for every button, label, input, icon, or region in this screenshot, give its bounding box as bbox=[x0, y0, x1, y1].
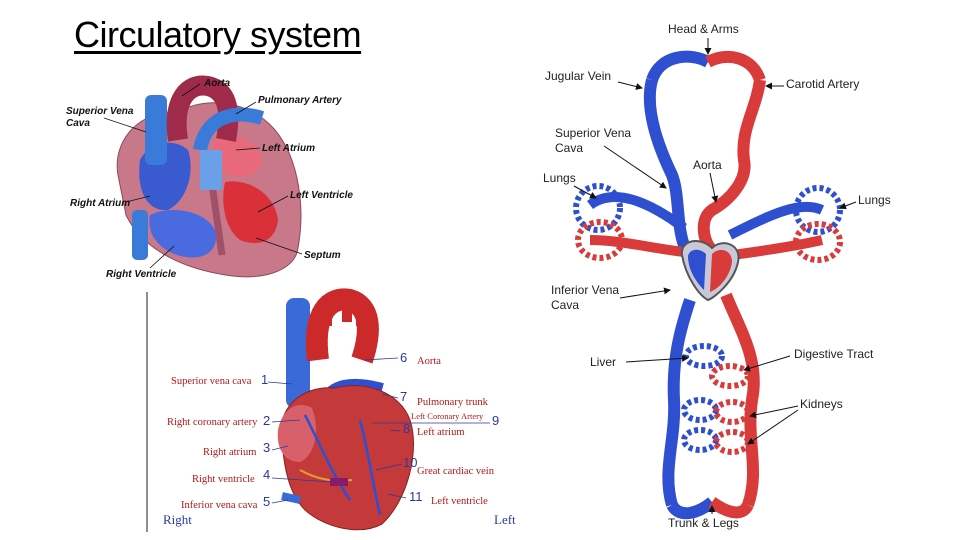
inferior-vena-cava bbox=[662, 298, 696, 507]
label-num-4: 4 bbox=[263, 467, 270, 482]
lung-right-capillaries-red bbox=[793, 221, 843, 263]
heart2-superior-vena-cava bbox=[286, 298, 310, 408]
heart1-left-ventricle bbox=[223, 181, 278, 244]
lung-right-artery bbox=[731, 235, 824, 260]
label-aorta-2: Aorta bbox=[417, 356, 441, 367]
lung-right-capillaries-blue bbox=[793, 185, 843, 235]
legs-capillaries-vein bbox=[666, 497, 716, 520]
label-right-ventricle: Right Ventricle bbox=[106, 269, 177, 280]
label-num-8: 8 bbox=[403, 421, 410, 436]
kidney-capillaries-1 bbox=[681, 397, 719, 423]
heart2-right-ventricle-marker bbox=[330, 478, 348, 486]
label-superior-vena-cava-1: Superior Vena bbox=[66, 106, 134, 117]
label-great-cardiac-vein: Great cardiac vein bbox=[417, 466, 495, 477]
label-inferior-vena-1: Inferior Vena bbox=[551, 283, 619, 297]
label-digestive-tract: Digestive Tract bbox=[794, 347, 874, 361]
label-superior-vena-cava-2: Cava bbox=[66, 118, 90, 129]
label-num-5: 5 bbox=[263, 494, 270, 509]
label-num-3: 3 bbox=[263, 440, 270, 455]
trunk-capillaries-2 bbox=[713, 429, 751, 455]
label-lungs-right: Lungs bbox=[858, 193, 891, 207]
heart1-right-ventricle bbox=[149, 210, 216, 258]
label-kidneys: Kidneys bbox=[800, 397, 843, 411]
label-head-arms: Head & Arms bbox=[668, 22, 739, 36]
label-trunk-legs: Trunk & Legs bbox=[668, 516, 739, 530]
label-right-ventricle-2: Right ventricle bbox=[192, 474, 255, 485]
label-pulmonary-artery: Pulmonary Artery bbox=[258, 95, 342, 106]
heart2-coronary-vessel-1 bbox=[303, 414, 352, 501]
heart1-superior-vena-cava bbox=[145, 95, 167, 165]
heart1-left-atrium bbox=[212, 136, 262, 178]
label-inferior-vena-cava: Inferior vena cava bbox=[181, 500, 258, 511]
label-side-left: Left bbox=[494, 512, 516, 527]
heart2-inferior-vena-cava bbox=[281, 492, 301, 504]
label-num-6: 6 bbox=[400, 350, 407, 365]
lung-left-artery bbox=[589, 235, 685, 257]
lung-left-capillaries-blue bbox=[573, 183, 623, 233]
lung-right-vein bbox=[727, 201, 825, 240]
trunk-capillaries-1 bbox=[681, 427, 719, 453]
label-left-ventricle-2: Left ventricle bbox=[431, 496, 488, 507]
label-num-7: 7 bbox=[400, 389, 407, 404]
label-superior-vena-1: Superior Vena bbox=[555, 126, 631, 140]
heart2-aorta-branch-2 bbox=[342, 292, 352, 322]
heart2-aorta-branch-3 bbox=[356, 298, 365, 326]
label-num-9: 9 bbox=[492, 413, 499, 428]
label-num-11: 11 bbox=[409, 489, 423, 504]
digestive-capillaries bbox=[709, 363, 751, 389]
label-num-1: 1 bbox=[261, 372, 268, 387]
label-left-ventricle: Left Ventricle bbox=[290, 190, 353, 201]
lung-left-vein bbox=[587, 191, 687, 233]
heart2-coronary-vessel-2 bbox=[358, 419, 382, 516]
label-liver: Liver bbox=[590, 355, 616, 369]
lung-left-capillaries-red bbox=[575, 219, 625, 261]
label-num-2: 2 bbox=[263, 413, 270, 428]
label-left-atrium: Left Atrium bbox=[262, 143, 315, 154]
label-right-atrium: Right Atrium bbox=[70, 198, 130, 209]
label-aorta-circ: Aorta bbox=[693, 158, 722, 172]
circ-heart-left-side bbox=[710, 249, 732, 292]
heart1-pulmonary-trunk bbox=[200, 150, 222, 190]
descending-aorta bbox=[720, 292, 760, 507]
head-capillaries-artery bbox=[705, 50, 766, 83]
label-left-atrium-2: Left atrium bbox=[417, 427, 465, 438]
heart1-inferior-vena-cava bbox=[132, 210, 148, 260]
liver-capillaries bbox=[683, 343, 725, 369]
label-right-atrium-2: Right atrium bbox=[203, 447, 256, 458]
label-superior-vena-2: Cava bbox=[555, 141, 583, 155]
label-carotid-artery: Carotid Artery bbox=[786, 77, 859, 91]
label-superior-vena-cava: Superior vena cava bbox=[171, 376, 252, 387]
label-septum: Septum bbox=[304, 250, 341, 261]
circ-heart-right-side bbox=[688, 249, 706, 290]
carotid-artery bbox=[697, 79, 766, 255]
circulation-diagram: Head & Arms Jugular Vein Carotid Artery … bbox=[543, 22, 891, 530]
label-num-10: 10 bbox=[403, 455, 417, 470]
label-jugular-vein: Jugular Vein bbox=[545, 69, 611, 83]
legs-capillaries-artery bbox=[708, 497, 754, 519]
heart1-pulmonary-artery bbox=[193, 107, 265, 152]
label-left-coronary-artery: Left Coronary Artery bbox=[411, 411, 484, 421]
heart2-aorta-branch-1 bbox=[322, 296, 332, 326]
label-pulmonary-trunk: Pulmonary trunk bbox=[417, 397, 489, 408]
slide-title: Circulatory system bbox=[74, 14, 362, 55]
heart-cross-section: Aorta Pulmonary Artery Superior Vena Cav… bbox=[66, 75, 353, 280]
label-aorta: Aorta bbox=[203, 78, 231, 89]
label-side-right: Right bbox=[163, 512, 192, 527]
label-lungs-left: Lungs bbox=[543, 171, 576, 185]
heart-external-view: Superior vena cava 1 Right coronary arte… bbox=[146, 288, 516, 532]
kidney-capillaries-2 bbox=[713, 399, 751, 425]
label-right-coronary-artery: Right coronary artery bbox=[167, 417, 258, 428]
head-capillaries-vein bbox=[646, 50, 711, 83]
label-inferior-vena-2: Cava bbox=[551, 298, 579, 312]
